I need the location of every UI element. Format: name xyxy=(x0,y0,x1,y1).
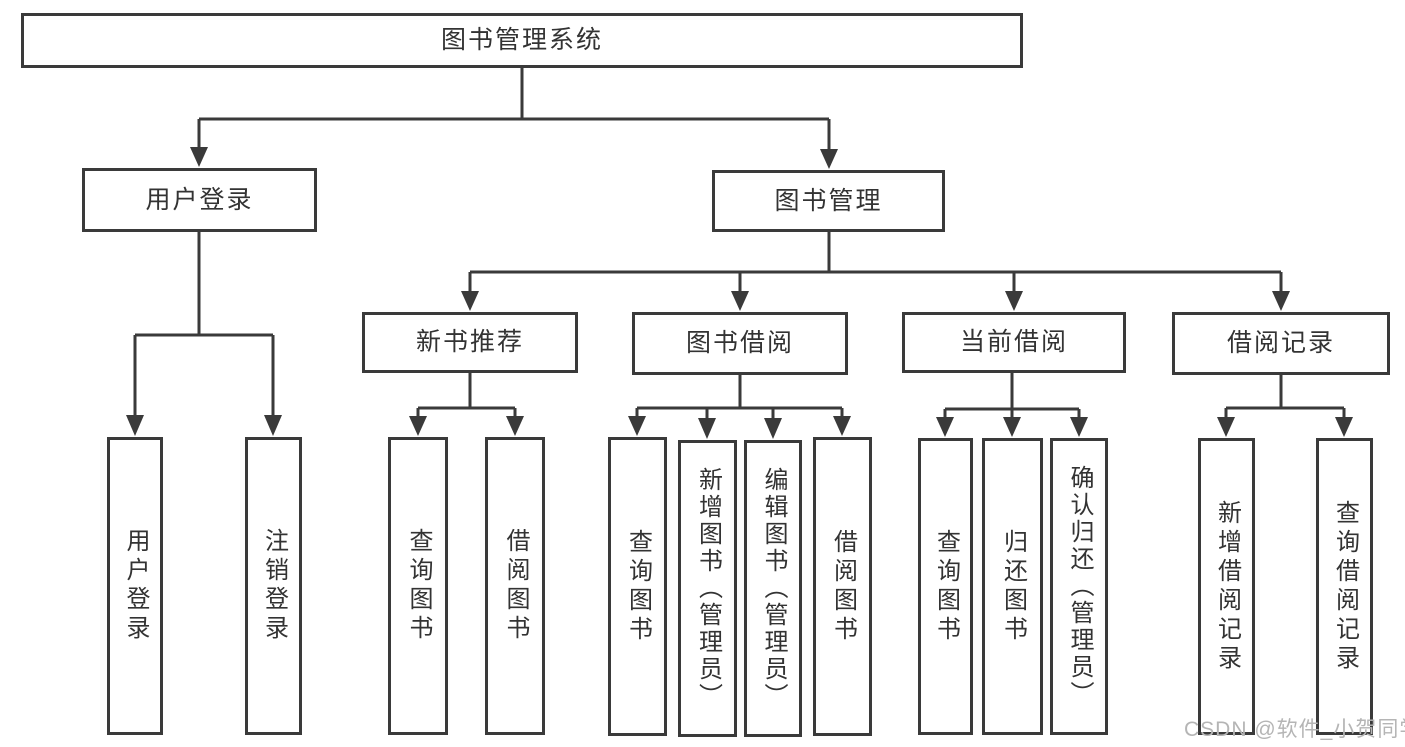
arrowheads xyxy=(126,147,1353,439)
node-root: 图书管理系统 xyxy=(21,13,1023,68)
leaf-recommend-borrow-book-label: 借阅图书 xyxy=(502,528,529,644)
leaf-record-add-record-label: 新增借阅记录 xyxy=(1213,499,1241,674)
leaf-recommend-query-book-label: 查询图书 xyxy=(405,528,432,644)
leaf-record-add-record: 新增借阅记录 xyxy=(1198,438,1255,735)
leaf-logout: 注销登录 xyxy=(245,437,302,735)
leaf-borrow-borrow-book: 借阅图书 xyxy=(813,437,872,736)
node-root-label: 图书管理系统 xyxy=(440,26,603,54)
leaf-recommend-borrow-book: 借阅图书 xyxy=(485,437,545,735)
leaf-borrow-query-book: 查询图书 xyxy=(608,437,667,736)
node-current-borrow-label: 当前借阅 xyxy=(959,328,1068,356)
node-new-book-recommend-label: 新书推荐 xyxy=(415,328,524,356)
leaf-recommend-query-book: 查询图书 xyxy=(388,437,448,735)
leaf-borrow-borrow-book-label: 借阅图书 xyxy=(829,528,857,645)
node-new-book-recommend: 新书推荐 xyxy=(362,312,578,373)
node-user-login: 用户登录 xyxy=(82,168,317,232)
node-borrow-record: 借阅记录 xyxy=(1172,312,1390,375)
node-current-borrow: 当前借阅 xyxy=(902,312,1126,373)
leaf-record-query-record-label: 查询借阅记录 xyxy=(1331,499,1359,674)
leaf-borrow-edit-book-admin: 编辑图书（管理员） xyxy=(744,440,802,737)
leaf-current-query-book: 查询图书 xyxy=(918,438,973,735)
leaf-current-confirm-return-admin: 确认归还（管理员） xyxy=(1050,438,1108,735)
leaf-borrow-edit-book-admin-label: 编辑图书（管理员） xyxy=(760,467,787,710)
leaf-current-return-book-label: 归还图书 xyxy=(999,528,1027,645)
node-borrow-record-label: 借阅记录 xyxy=(1226,329,1335,357)
node-book-management: 图书管理 xyxy=(712,170,945,232)
leaf-current-confirm-return-admin-label: 确认归还（管理员） xyxy=(1066,465,1093,708)
connector-lines xyxy=(133,68,1346,421)
leaf-borrow-add-book-admin-label: 新增图书（管理员） xyxy=(694,467,722,710)
leaf-user-login: 用户登录 xyxy=(107,437,163,735)
leaf-logout-label: 注销登录 xyxy=(260,528,288,644)
leaf-borrow-add-book-admin: 新增图书（管理员） xyxy=(678,440,737,737)
leaf-borrow-query-book-label: 查询图书 xyxy=(624,528,652,645)
leaf-user-login-label: 用户登录 xyxy=(122,528,149,644)
leaf-current-query-book-label: 查询图书 xyxy=(932,528,960,645)
node-book-management-label: 图书管理 xyxy=(774,186,883,215)
leaf-current-return-book: 归还图书 xyxy=(982,438,1043,735)
node-book-borrow-label: 图书借阅 xyxy=(685,329,794,357)
node-book-borrow: 图书借阅 xyxy=(632,312,848,375)
node-user-login-label: 用户登录 xyxy=(145,185,254,214)
watermark: CSDN @软件_小贺同学 xyxy=(1184,718,1405,741)
leaf-record-query-record: 查询借阅记录 xyxy=(1316,438,1373,735)
